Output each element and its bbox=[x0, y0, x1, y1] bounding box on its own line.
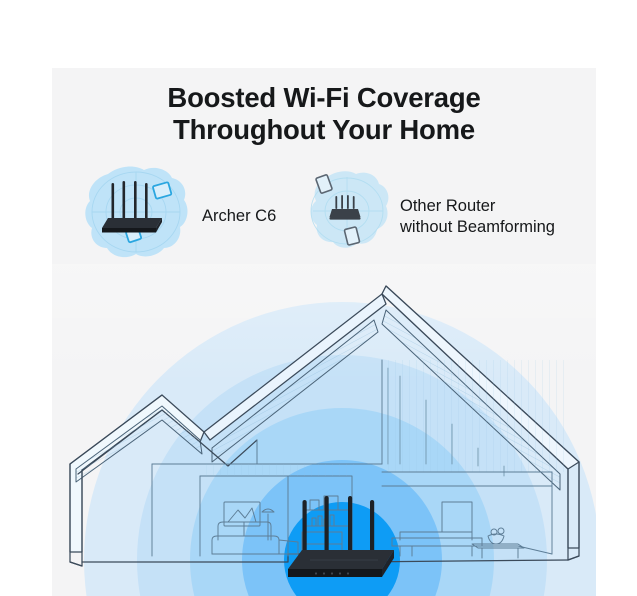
house-coverage-illustration bbox=[52, 264, 596, 596]
legend-label-archer-c6: Archer C6 bbox=[202, 207, 277, 225]
fruit-bowl bbox=[487, 527, 505, 545]
content-panel: Boosted Wi-Fi Coverage Throughout Your H… bbox=[52, 68, 596, 596]
page-title: Boosted Wi-Fi Coverage Throughout Your H… bbox=[52, 82, 596, 146]
page-title-line-2: Throughout Your Home bbox=[172, 114, 476, 145]
coffee-table bbox=[471, 543, 525, 559]
page-title-line-1: Boosted Wi-Fi Coverage bbox=[167, 82, 481, 113]
sofa-left bbox=[211, 521, 299, 555]
legend-item-archer-c6: Archer C6 bbox=[80, 164, 276, 269]
house-interior bbox=[151, 359, 568, 559]
legend-label-other-router: Other Router without Beamforming bbox=[400, 196, 555, 236]
sofa-right bbox=[391, 531, 519, 557]
legend: Archer C6 bbox=[52, 164, 596, 268]
floor-lamp bbox=[261, 508, 275, 541]
other-router-coverage-blob-icon bbox=[302, 168, 392, 265]
archer-c6-coverage-blob-icon bbox=[80, 164, 192, 269]
legend-item-other-router: Other Router without Beamforming bbox=[302, 168, 555, 265]
archer-c6-router bbox=[288, 496, 394, 577]
